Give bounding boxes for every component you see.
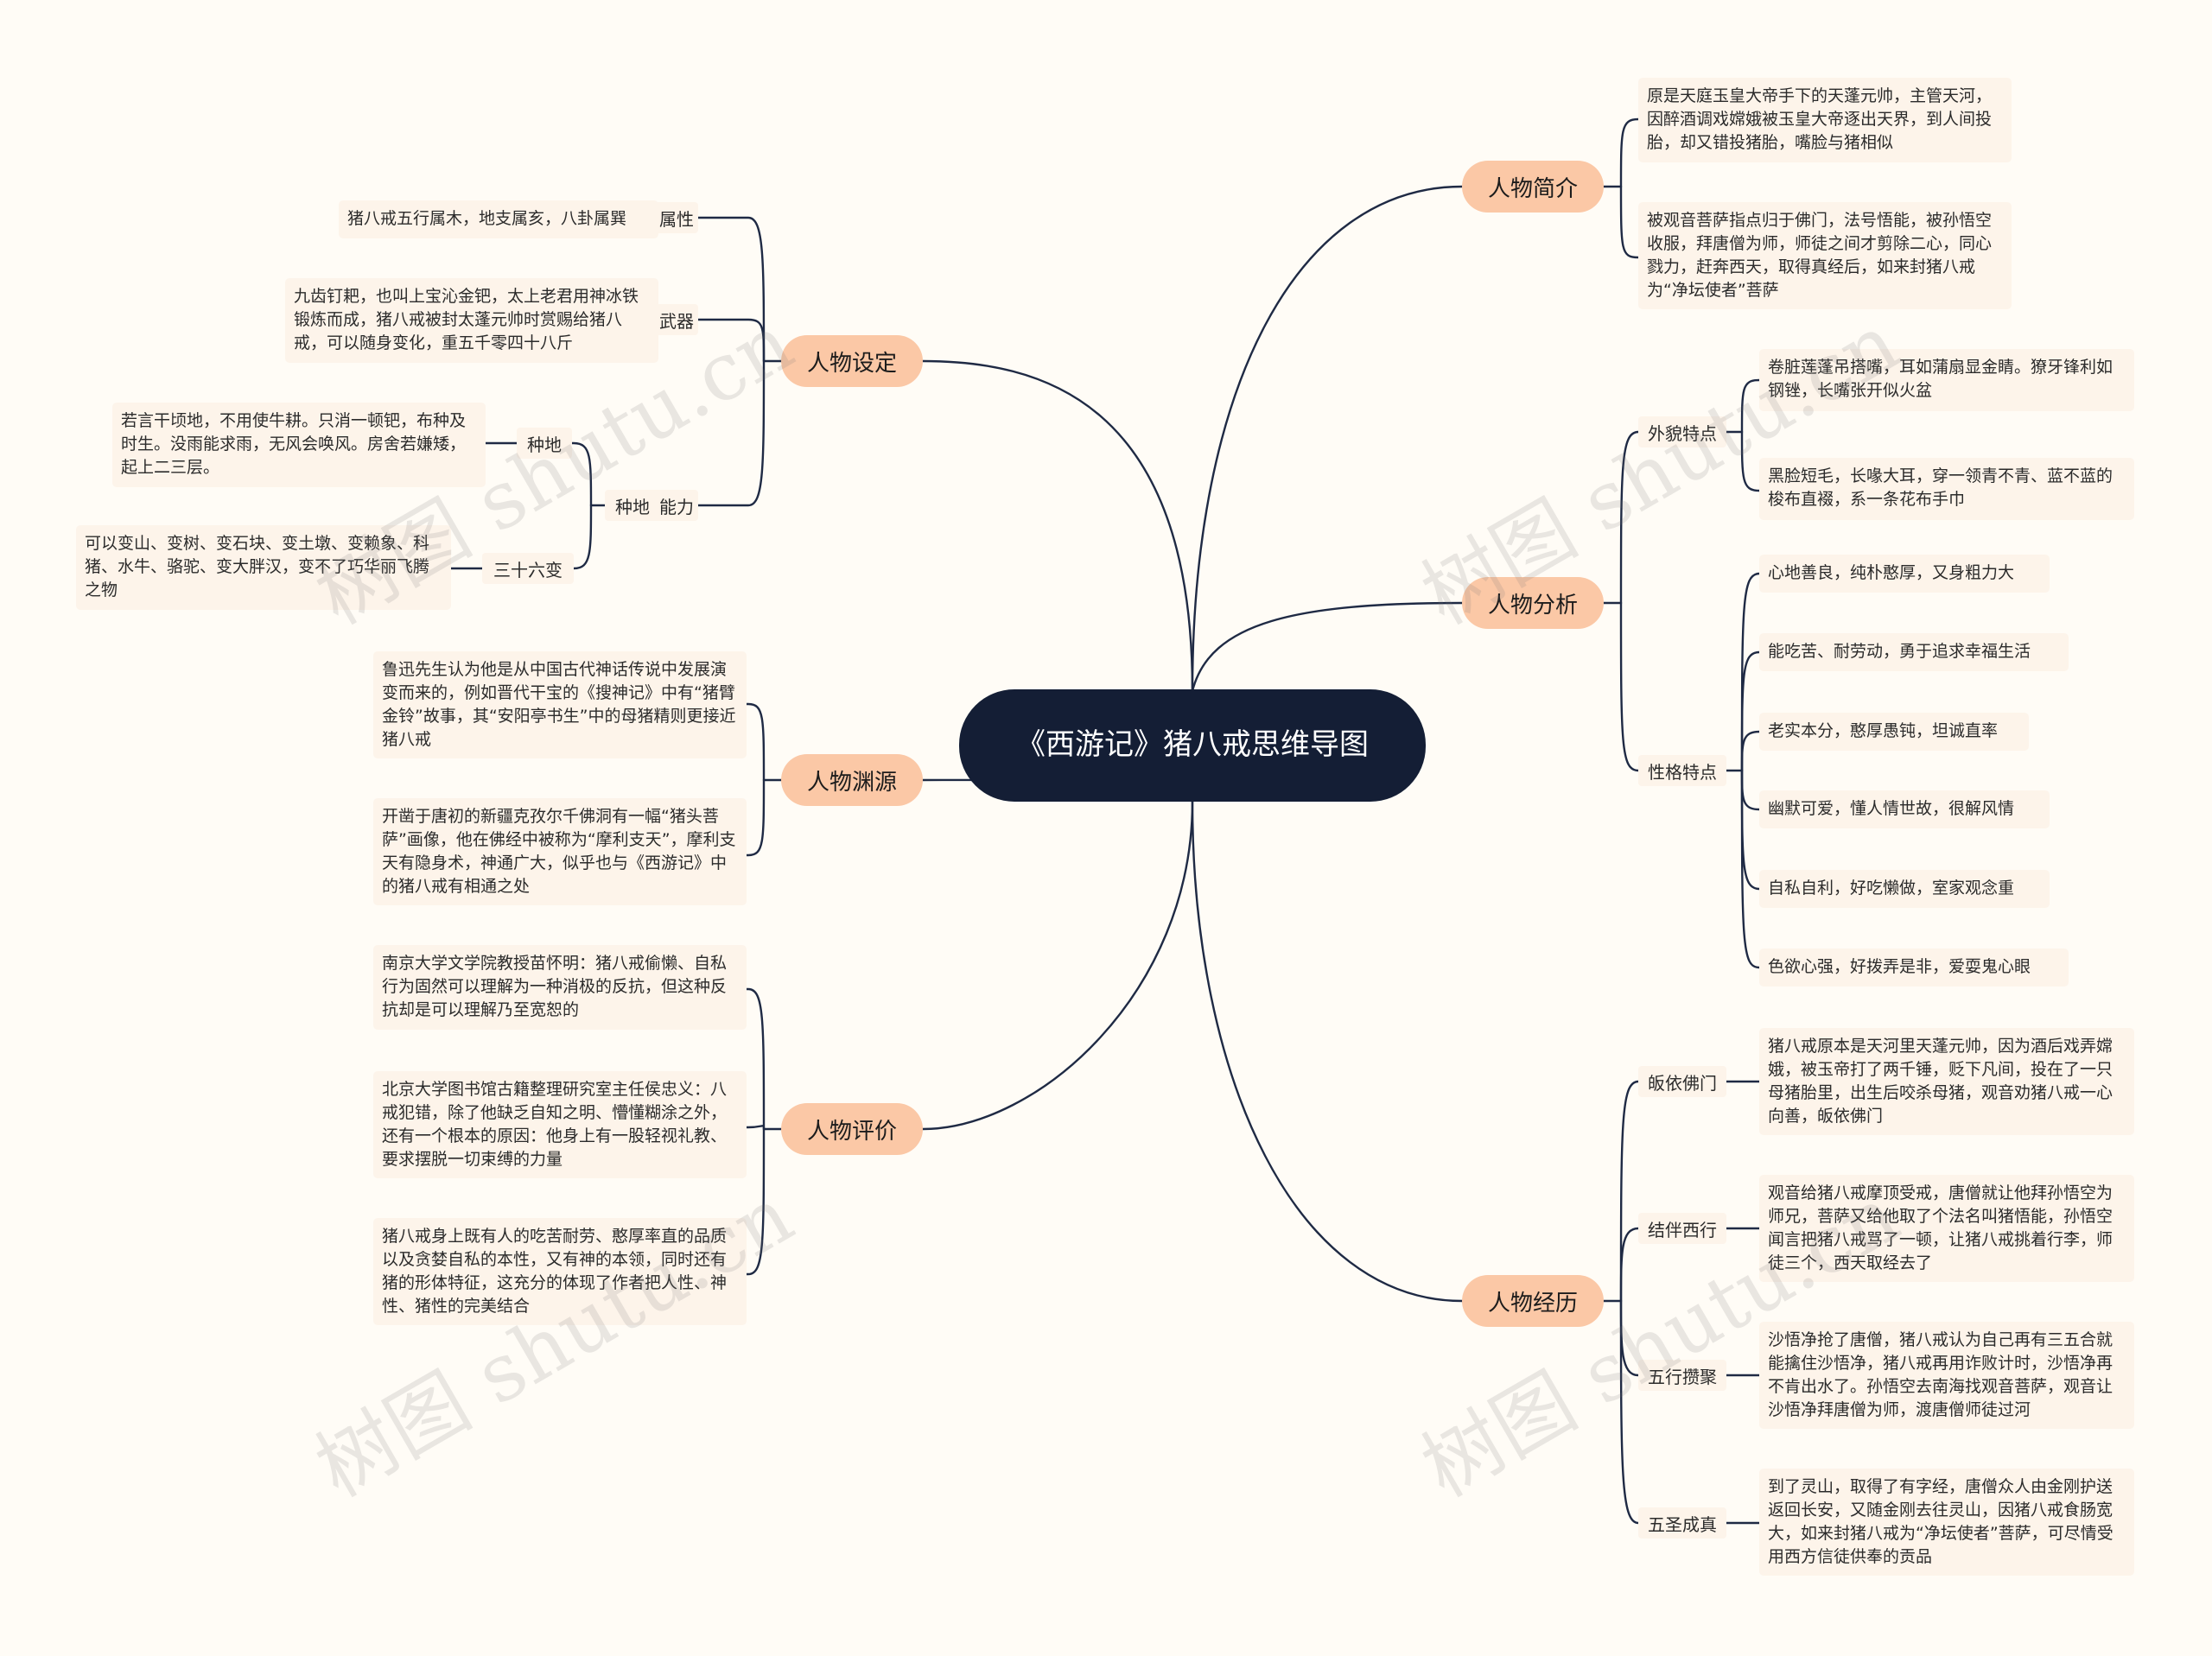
leaf-experience-2[interactable]: 观音给猪八戒摩顶受戒，唐僧就让他拜孙悟空为师兄，菩萨又给他取了个法名叫猪悟能，孙… [1759, 1175, 2134, 1282]
label-text: 能力 [659, 496, 694, 517]
branch-character-intro[interactable]: 人物简介 [1462, 161, 1604, 213]
leaf-text: 南京大学文学院教授苗怀明：猪八戒偷懒、自私行为固然可以理解为一种消极的反抗，但这… [382, 954, 728, 1019]
leaf-experience-1[interactable]: 猪八戒原本是天河里天蓬元帅，因为酒后戏弄嫦娥，被玉帝打了两千锤，贬下凡间，投在了… [1759, 1028, 2134, 1135]
leaf-appearance-2[interactable]: 黑脸短毛，长喙大耳，穿一领青不青、蓝不蓝的梭布直裰，系一条花布手巾 [1759, 458, 2134, 520]
label-text: 武器 [659, 310, 694, 332]
label-text: 皈依佛门 [1648, 1072, 1717, 1094]
leaf-text: 色欲心强，好拨弄是非，爱耍鬼心眼 [1768, 957, 2031, 976]
branch-character-origin[interactable]: 人物渊源 [781, 754, 923, 806]
leaf-weapon[interactable]: 九齿钉耙，也叫上宝沁金钯，太上老君用神冰铁锻炼而成，猪八戒被封太蓬元帅时赏赐给猪… [285, 278, 658, 363]
label-experience-3[interactable]: 五行攒聚 [1638, 1360, 1726, 1391]
central-topic-title: 《西游记》猪八戒思维导图 [1016, 727, 1369, 763]
leaf-evaluation-1[interactable]: 南京大学文学院教授苗怀明：猪八戒偷懒、自私行为固然可以理解为一种消极的反抗，但这… [373, 945, 747, 1030]
leaf-text: 猪八戒五行属木，地支属亥，八卦属巽 [347, 209, 627, 228]
leaf-text: 黑脸短毛，长喙大耳，穿一领青不青、蓝不蓝的梭布直裰，系一条花布手巾 [1768, 466, 2113, 509]
label-appearance[interactable]: 外貌特点 [1638, 416, 1726, 447]
label-experience-1[interactable]: 皈依佛门 [1638, 1066, 1726, 1097]
leaf-text: 观音给猪八戒摩顶受戒，唐僧就让他拜孙悟空为师兄，菩萨又给他取了个法名叫猪悟能，孙… [1768, 1183, 2113, 1272]
leaf-text: 北京大学图书馆古籍整理研究室主任侯忠义：八戒犯错，除了他缺乏自知之明、懵懂糊涂之… [382, 1080, 728, 1169]
leaf-personality-6[interactable]: 色欲心强，好拨弄是非，爱耍鬼心眼 [1759, 949, 2069, 987]
leaf-personality-2[interactable]: 能吃苦、耐劳动，勇于追求幸福生活 [1759, 633, 2069, 671]
leaf-text: 鲁迅先生认为他是从中国古代神话传说中发展演变而来的，例如晋代干宝的《搜神记》中有… [382, 660, 736, 749]
leaf-text: 到了灵山，取得了有字经，唐僧众人由金刚护送返回长安，又随金刚去往灵山，因猪八戒食… [1768, 1477, 2113, 1566]
leaf-text: 自私自利，好吃懒做，室家观念重 [1768, 879, 2015, 898]
label-personality[interactable]: 性格特点 [1638, 755, 1726, 786]
label-text: 外貌特点 [1648, 422, 1717, 444]
branch-character-setting[interactable]: 人物设定 [781, 335, 923, 387]
label-text: 性格特点 [1648, 761, 1717, 783]
label-text: 三十六变 [493, 559, 563, 581]
leaf-text: 开凿于唐初的新疆克孜尔千佛洞有一幅“猪头菩萨”画像，他在佛经中被称为“摩利支天”… [382, 807, 736, 896]
leaf-text: 猪八戒原本是天河里天蓬元帅，因为酒后戏弄嫦娥，被玉帝打了两千锤，贬下凡间，投在了… [1768, 1037, 2113, 1126]
branch-character-experience[interactable]: 人物经历 [1462, 1275, 1604, 1327]
branch-character-analysis[interactable]: 人物分析 [1462, 577, 1604, 629]
leaf-text: 心地善良，纯朴憨厚，又身粗力大 [1768, 563, 2015, 582]
label-weapon[interactable]: 武器 [655, 304, 698, 335]
leaf-text: 幽默可爱，懂人情世故，很解风情 [1768, 799, 2015, 818]
leaf-36-transformations[interactable]: 可以变山、变树、变石块、变土墩、变赖象、科猪、水牛、骆驼、变大胖汉，变不了巧华丽… [76, 525, 451, 610]
label-text: 种地 [527, 434, 562, 455]
branch-label: 人物简介 [1487, 175, 1578, 202]
leaf-text: 若言干顷地，不用使牛耕。只消一顿钯，布种及时生。没雨能求雨，无风会唤风。房舍若嫌… [121, 411, 467, 477]
leaf-text: 能吃苦、耐劳动，勇于追求幸福生活 [1768, 642, 2031, 661]
leaf-personality-1[interactable]: 心地善良，纯朴憨厚，又身粗力大 [1759, 555, 2050, 593]
label-farming-group[interactable]: 种地 [605, 490, 660, 521]
label-36-transformations[interactable]: 三十六变 [482, 553, 574, 584]
leaf-text: 原是天庭玉皇大帝手下的天蓬元帅，主管天河，因醉酒调戏嫦娥被玉皇大帝逐出天界，到人… [1647, 86, 1993, 152]
leaf-intro-2[interactable]: 被观音菩萨指点归于佛门，法号悟能，被孙悟空收服，拜唐僧为师，师徒之间才剪除二心，… [1638, 202, 2012, 309]
branch-label: 人物渊源 [806, 769, 897, 796]
label-ability[interactable]: 能力 [655, 490, 698, 521]
branch-label: 人物分析 [1487, 592, 1578, 619]
central-topic[interactable]: 《西游记》猪八戒思维导图 [959, 689, 1426, 802]
label-text: 种地 [615, 496, 650, 517]
branch-label: 人物评价 [806, 1118, 897, 1145]
label-farming[interactable]: 种地 [517, 428, 572, 459]
label-experience-2[interactable]: 结伴西行 [1638, 1213, 1726, 1244]
leaf-origin-1[interactable]: 鲁迅先生认为他是从中国古代神话传说中发展演变而来的，例如晋代干宝的《搜神记》中有… [373, 651, 747, 758]
branch-label: 人物设定 [806, 350, 897, 377]
leaf-text: 九齿钉耙，也叫上宝沁金钯，太上老君用神冰铁锻炼而成，猪八戒被封太蓬元帅时赏赐给猪… [294, 287, 639, 352]
branch-character-evaluation[interactable]: 人物评价 [781, 1103, 923, 1155]
leaf-text: 沙悟净抢了唐僧，猪八戒认为自己再有三五合就能擒住沙悟净，猪八戒再用诈败计时，沙悟… [1768, 1330, 2113, 1419]
leaf-intro-1[interactable]: 原是天庭玉皇大帝手下的天蓬元帅，主管天河，因醉酒调戏嫦娥被玉皇大帝逐出天界，到人… [1638, 78, 2012, 162]
leaf-experience-3[interactable]: 沙悟净抢了唐僧，猪八戒认为自己再有三五合就能擒住沙悟净，猪八戒再用诈败计时，沙悟… [1759, 1322, 2134, 1429]
label-experience-4[interactable]: 五圣成真 [1638, 1507, 1726, 1539]
leaf-personality-4[interactable]: 幽默可爱，懂人情世故，很解风情 [1759, 790, 2050, 828]
leaf-text: 猪八戒身上既有人的吃苦耐劳、憨厚率直的品质以及贪婪自私的本性，又有神的本领，同时… [382, 1227, 728, 1316]
leaf-origin-2[interactable]: 开凿于唐初的新疆克孜尔千佛洞有一幅“猪头菩萨”画像，他在佛经中被称为“摩利支天”… [373, 798, 747, 905]
label-attribute[interactable]: 属性 [655, 202, 698, 233]
leaf-personality-5[interactable]: 自私自利，好吃懒做，室家观念重 [1759, 870, 2050, 908]
leaf-text: 卷脏莲蓬吊搭嘴，耳如蒲扇显金睛。獠牙锋利如钢锉，长嘴张开似火盆 [1768, 358, 2113, 400]
branch-label: 人物经历 [1487, 1290, 1578, 1317]
leaf-evaluation-2[interactable]: 北京大学图书馆古籍整理研究室主任侯忠义：八戒犯错，除了他缺乏自知之明、懵懂糊涂之… [373, 1071, 747, 1178]
leaf-farming[interactable]: 若言干顷地，不用使牛耕。只消一顿钯，布种及时生。没雨能求雨，无风会唤风。房舍若嫌… [112, 403, 486, 487]
label-text: 五圣成真 [1648, 1513, 1717, 1535]
leaf-attribute[interactable]: 猪八戒五行属木，地支属亥，八卦属巽 [339, 200, 658, 238]
label-text: 五行攒聚 [1648, 1366, 1717, 1387]
label-text: 属性 [659, 208, 694, 230]
leaf-experience-4[interactable]: 到了灵山，取得了有字经，唐僧众人由金刚护送返回长安，又随金刚去往灵山，因猪八戒食… [1759, 1469, 2134, 1576]
leaf-text: 老实本分，憨厚愚钝，坦诚直率 [1768, 721, 1999, 740]
leaf-text: 被观音菩萨指点归于佛门，法号悟能，被孙悟空收服，拜唐僧为师，师徒之间才剪除二心，… [1647, 211, 1993, 300]
leaf-text: 可以变山、变树、变石块、变土墩、变赖象、科猪、水牛、骆驼、变大胖汉，变不了巧华丽… [85, 534, 430, 600]
leaf-appearance-1[interactable]: 卷脏莲蓬吊搭嘴，耳如蒲扇显金睛。獠牙锋利如钢锉，长嘴张开似火盆 [1759, 349, 2134, 411]
leaf-evaluation-3[interactable]: 猪八戒身上既有人的吃苦耐劳、憨厚率直的品质以及贪婪自私的本性，又有神的本领，同时… [373, 1218, 747, 1325]
label-text: 结伴西行 [1648, 1219, 1717, 1240]
leaf-personality-3[interactable]: 老实本分，憨厚愚钝，坦诚直率 [1759, 713, 2029, 751]
